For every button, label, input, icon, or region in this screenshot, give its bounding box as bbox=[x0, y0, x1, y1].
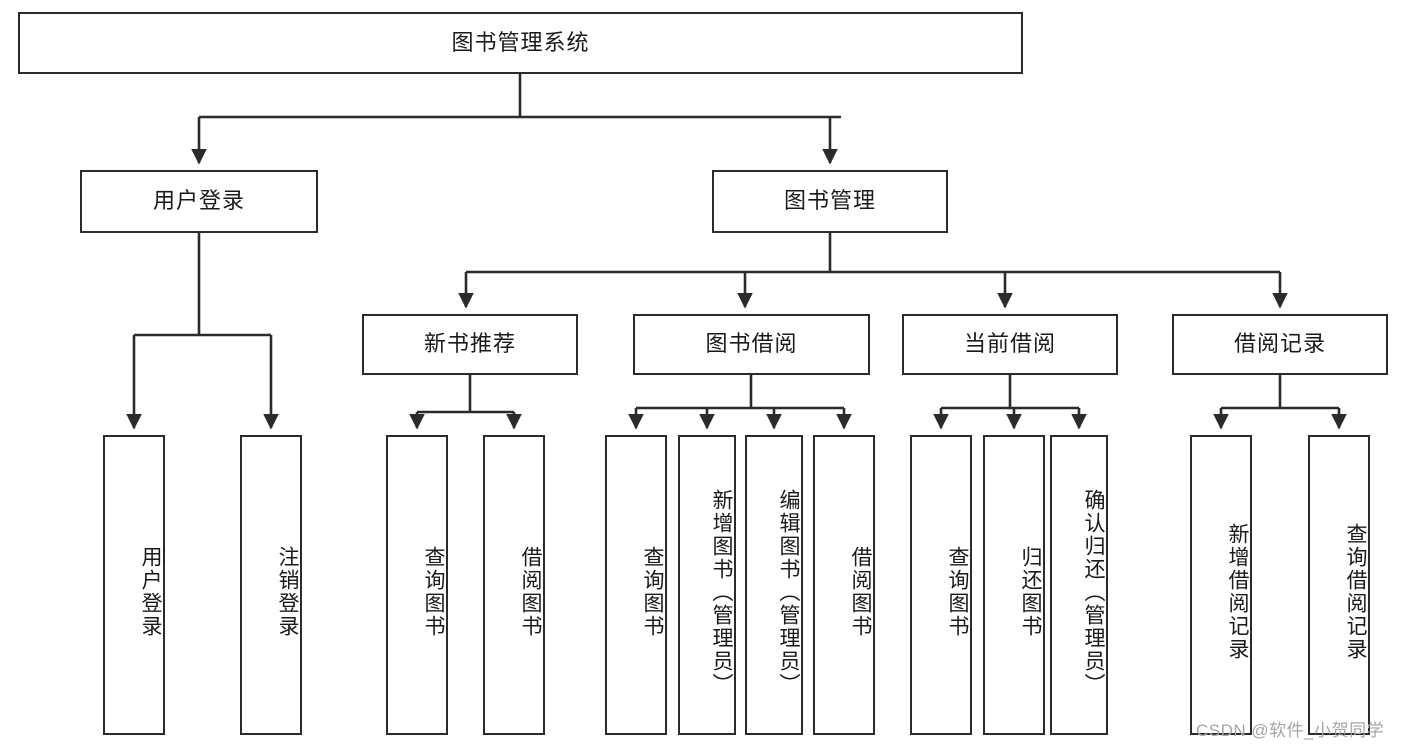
node-label: 查询图书 bbox=[422, 546, 445, 638]
node-label: 查询图书 bbox=[946, 546, 969, 638]
node-label: 用户登录 bbox=[152, 188, 245, 214]
node-label: 用户登录 bbox=[139, 546, 162, 638]
node-leaf-add-book[interactable]: 新增图书（管理员） bbox=[678, 435, 736, 735]
node-label: 查询借阅记录 bbox=[1344, 523, 1367, 661]
node-leaf-return-book[interactable]: 归还图书 bbox=[983, 435, 1045, 735]
node-leaf-borrow-book[interactable]: 借阅图书 bbox=[813, 435, 875, 735]
node-label: 图书管理系统 bbox=[451, 29, 590, 55]
node-label: 确认归还（管理员） bbox=[1082, 488, 1105, 696]
node-label: 新增图书（管理员） bbox=[710, 488, 733, 696]
node-leaf-confirm-return[interactable]: 确认归还（管理员） bbox=[1050, 435, 1108, 735]
node-label: 查询图书 bbox=[641, 546, 664, 638]
node-label: 借阅图书 bbox=[849, 546, 872, 638]
node-label: 借阅图书 bbox=[519, 546, 542, 638]
node-label: 新增借阅记录 bbox=[1226, 523, 1249, 661]
node-user-login[interactable]: 用户登录 bbox=[80, 170, 318, 233]
csdn-watermark: CSDN @软件_小贺同学 bbox=[1196, 721, 1385, 740]
node-label: 注销登录 bbox=[276, 546, 299, 638]
node-book-borrow[interactable]: 图书借阅 bbox=[633, 314, 870, 375]
node-root[interactable]: 图书管理系统 bbox=[18, 12, 1023, 74]
node-label: 当前借阅 bbox=[963, 331, 1056, 357]
node-leaf-query-book-rec[interactable]: 查询图书 bbox=[386, 435, 448, 735]
node-leaf-user-login[interactable]: 用户登录 bbox=[103, 435, 165, 735]
node-label: 借阅记录 bbox=[1233, 331, 1326, 357]
node-leaf-query-record[interactable]: 查询借阅记录 bbox=[1308, 435, 1370, 735]
node-leaf-borrow-book-rec[interactable]: 借阅图书 bbox=[483, 435, 545, 735]
node-new-book-rec[interactable]: 新书推荐 bbox=[362, 314, 578, 375]
node-leaf-logout[interactable]: 注销登录 bbox=[240, 435, 302, 735]
node-label: 编辑图书（管理员） bbox=[777, 488, 800, 696]
node-label: 归还图书 bbox=[1019, 546, 1042, 638]
node-current-borrow[interactable]: 当前借阅 bbox=[902, 314, 1118, 375]
node-book-manage[interactable]: 图书管理 bbox=[712, 170, 948, 233]
node-label: 图书管理 bbox=[783, 188, 876, 214]
node-borrow-record[interactable]: 借阅记录 bbox=[1172, 314, 1388, 375]
node-leaf-add-record[interactable]: 新增借阅记录 bbox=[1190, 435, 1252, 735]
node-leaf-query-book-borrow[interactable]: 查询图书 bbox=[605, 435, 667, 735]
node-leaf-edit-book[interactable]: 编辑图书（管理员） bbox=[745, 435, 803, 735]
node-leaf-query-book-current[interactable]: 查询图书 bbox=[910, 435, 972, 735]
node-label: 新书推荐 bbox=[423, 331, 516, 357]
node-label: 图书借阅 bbox=[705, 331, 798, 357]
